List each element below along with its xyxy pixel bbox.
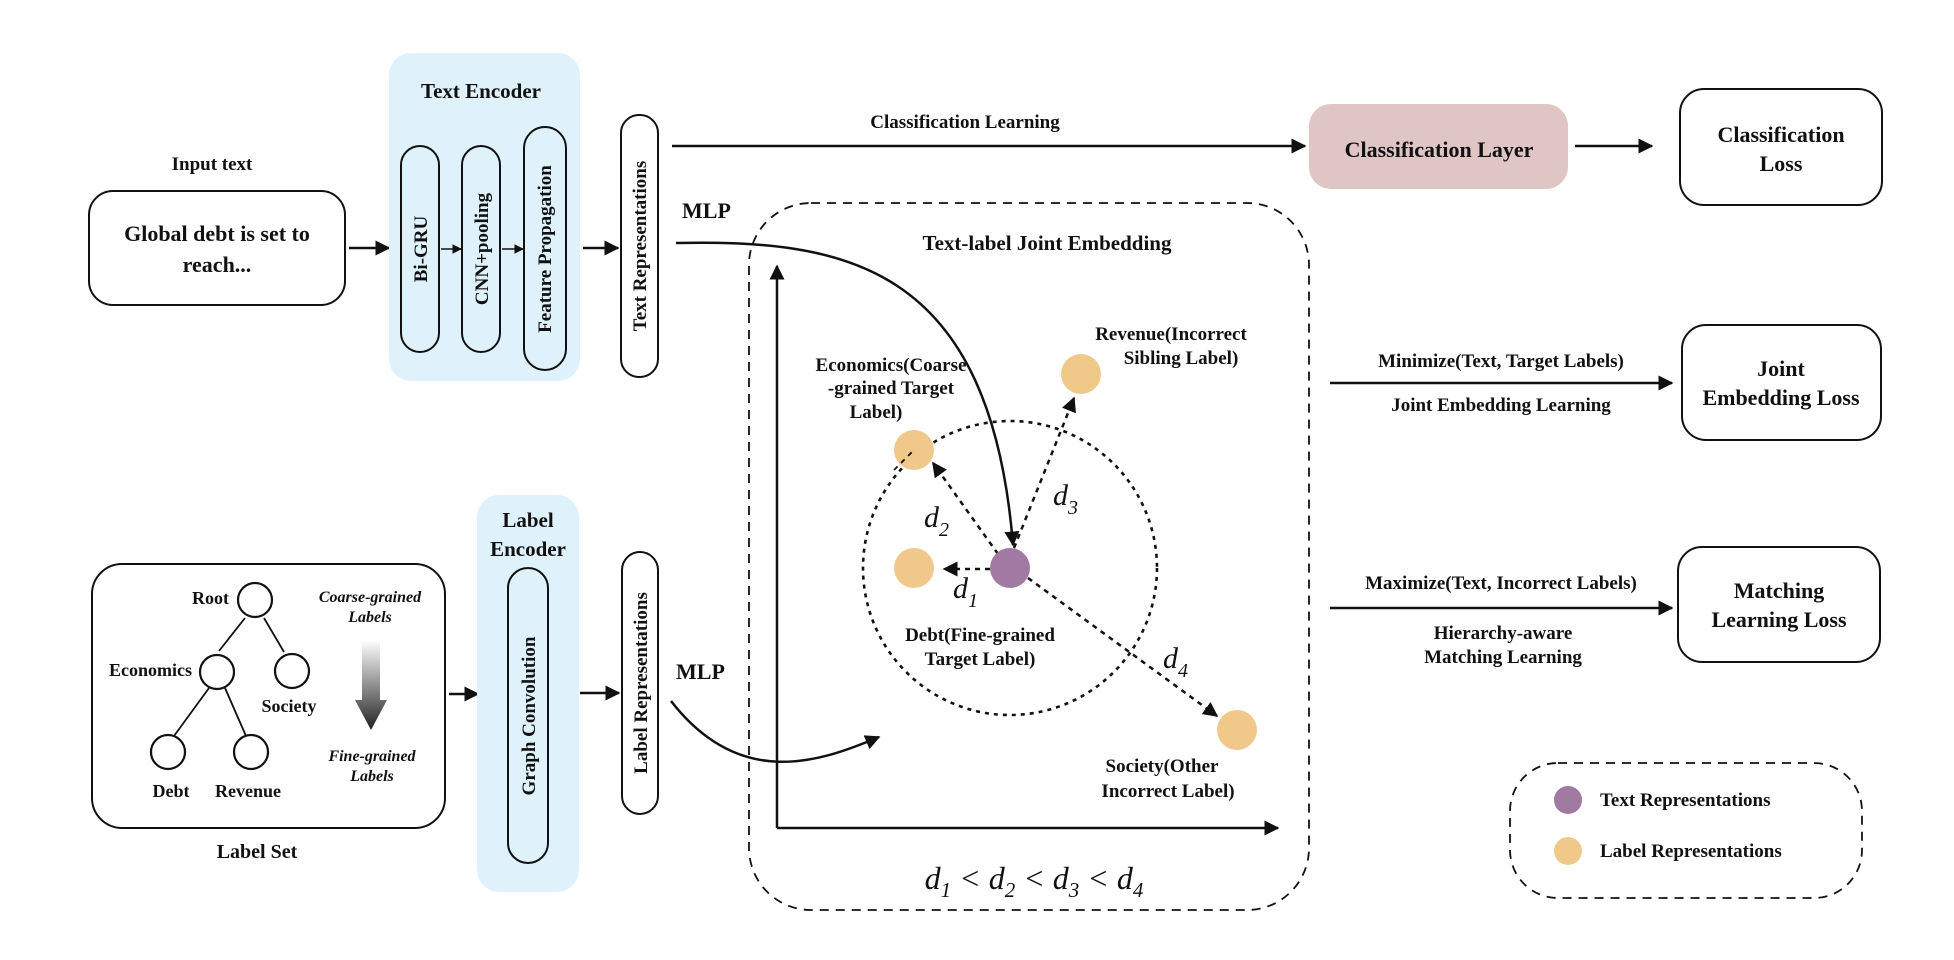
matching-loss-box xyxy=(1677,546,1881,663)
coarse-to-fine-arrow xyxy=(355,640,387,730)
distance-inequality: d1 < d2 < d3 < d4 xyxy=(925,860,1144,902)
revenue-label-line2: Sibling Label) xyxy=(1124,348,1239,369)
classification-loss-box xyxy=(1679,88,1883,206)
joint-embedding-title: Text-label Joint Embedding xyxy=(923,231,1172,255)
tree-label-society: Society xyxy=(262,696,317,716)
point-debt xyxy=(894,548,934,588)
label-tree xyxy=(149,581,311,771)
economics-label-line1: Economics(Coarse xyxy=(816,355,967,376)
joint-loss-line1: Joint xyxy=(1757,356,1805,381)
classification-loss-line2: Loss xyxy=(1760,151,1803,176)
label-set-caption: Label Set xyxy=(217,841,298,863)
debt-label-line1: Debt(Fine-grained xyxy=(905,625,1055,646)
d1-label: d1 xyxy=(953,572,978,612)
input-box xyxy=(88,190,346,306)
text-encoder-title: Text Encoder xyxy=(421,79,541,103)
layer-cnn-label: CNN+pooling xyxy=(472,192,493,305)
tree-node-economics xyxy=(198,653,236,691)
coarse-label-line2: Labels xyxy=(347,609,392,626)
revenue-label-line1: Revenue(Incorrect xyxy=(1095,324,1247,345)
mlp-top-curve xyxy=(675,241,1020,547)
matching-edge-top: Maximize(Text, Incorrect Labels) xyxy=(1365,573,1637,594)
mlp-top-label: MLP xyxy=(682,198,731,223)
society-label-line1: Society(Other xyxy=(1106,756,1219,777)
layer-graph-convolution xyxy=(507,567,549,864)
tree-node-root xyxy=(236,581,274,619)
legend-text-swatch xyxy=(1554,786,1582,814)
input-title: Input text xyxy=(172,154,253,175)
economics-label-line3: Label) xyxy=(850,402,903,423)
joint-edge-top: Minimize(Text, Target Labels) xyxy=(1378,351,1624,372)
tree-node-debt xyxy=(149,733,187,771)
legend-box xyxy=(1509,762,1863,899)
classification-layer xyxy=(1309,104,1568,189)
input-line1: Global debt is set to xyxy=(124,221,310,246)
tree-label-revenue: Revenue xyxy=(215,781,281,801)
tree-node-society xyxy=(273,652,311,690)
target-neighborhood-circle xyxy=(861,419,1159,717)
classification-edge-label: Classification Learning xyxy=(870,112,1060,133)
point-society xyxy=(1217,710,1257,750)
tree-label-economics: Economics xyxy=(109,660,192,680)
layer-bigru-label: Bi-GRU xyxy=(411,215,432,282)
d4-label: d4 xyxy=(1163,642,1188,682)
arrow-d4 xyxy=(1027,576,1219,718)
classification-layer-label: Classification Layer xyxy=(1345,137,1534,162)
label-encoder-title-line2: Encoder xyxy=(490,537,566,561)
joint-edge-bottom: Joint Embedding Learning xyxy=(1391,395,1611,416)
label-repr-label: Label Representations xyxy=(631,592,652,774)
classification-loss-line1: Classification xyxy=(1717,122,1844,147)
society-label-line2: Incorrect Label) xyxy=(1101,781,1234,802)
fine-label-line2: Labels xyxy=(349,768,394,785)
joint-loss-line2: Embedding Loss xyxy=(1702,385,1860,410)
legend-label-label: Label Representations xyxy=(1600,841,1782,862)
point-revenue xyxy=(1061,354,1101,394)
d3-label: d3 xyxy=(1053,479,1078,519)
label-encoder-panel xyxy=(477,495,579,892)
layer-feature-propagation xyxy=(523,126,567,371)
fine-label-line1: Fine-grained xyxy=(327,748,416,765)
text-repr-label: Text Representations xyxy=(630,161,651,331)
mlp-bottom-label: MLP xyxy=(676,659,725,684)
legend-label-swatch xyxy=(1554,837,1582,865)
label-encoder-title-line1: Label xyxy=(502,508,554,532)
d2-label: d2 xyxy=(924,501,949,541)
joint-embedding-region xyxy=(748,202,1310,911)
arrow-d2 xyxy=(931,461,1000,555)
mlp-bottom-curve xyxy=(670,700,881,764)
layer-bigru xyxy=(400,145,440,353)
economics-label-line2: -grained Target xyxy=(828,378,955,399)
matching-edge-bottom2: Matching Learning xyxy=(1424,647,1582,668)
coarse-label-line1: Coarse-grained xyxy=(319,589,422,606)
layer-gc-label: Graph Convolution xyxy=(519,636,540,795)
tree-node-revenue xyxy=(232,733,270,771)
point-economics-tick xyxy=(893,449,915,471)
layer-cnn xyxy=(461,145,501,353)
arrow-d3 xyxy=(1012,396,1076,549)
matching-edge-bottom1: Hierarchy-aware xyxy=(1434,623,1573,644)
matching-loss-line1: Matching xyxy=(1734,578,1824,603)
text-encoder-panel xyxy=(389,53,580,381)
joint-loss-box xyxy=(1681,324,1882,441)
debt-label-line2: Target Label) xyxy=(925,649,1036,670)
matching-loss-line2: Learning Loss xyxy=(1711,607,1847,632)
label-repr-pill xyxy=(621,551,659,815)
point-economics xyxy=(894,430,934,470)
text-repr-pill xyxy=(620,114,659,378)
tree-label-debt: Debt xyxy=(153,781,190,801)
layer-fp-label: Feature Propagation xyxy=(535,165,556,333)
legend-text-label: Text Representations xyxy=(1600,790,1770,811)
input-line2: reach... xyxy=(183,252,252,277)
tree-label-root: Root xyxy=(192,588,229,608)
point-text xyxy=(990,548,1030,588)
